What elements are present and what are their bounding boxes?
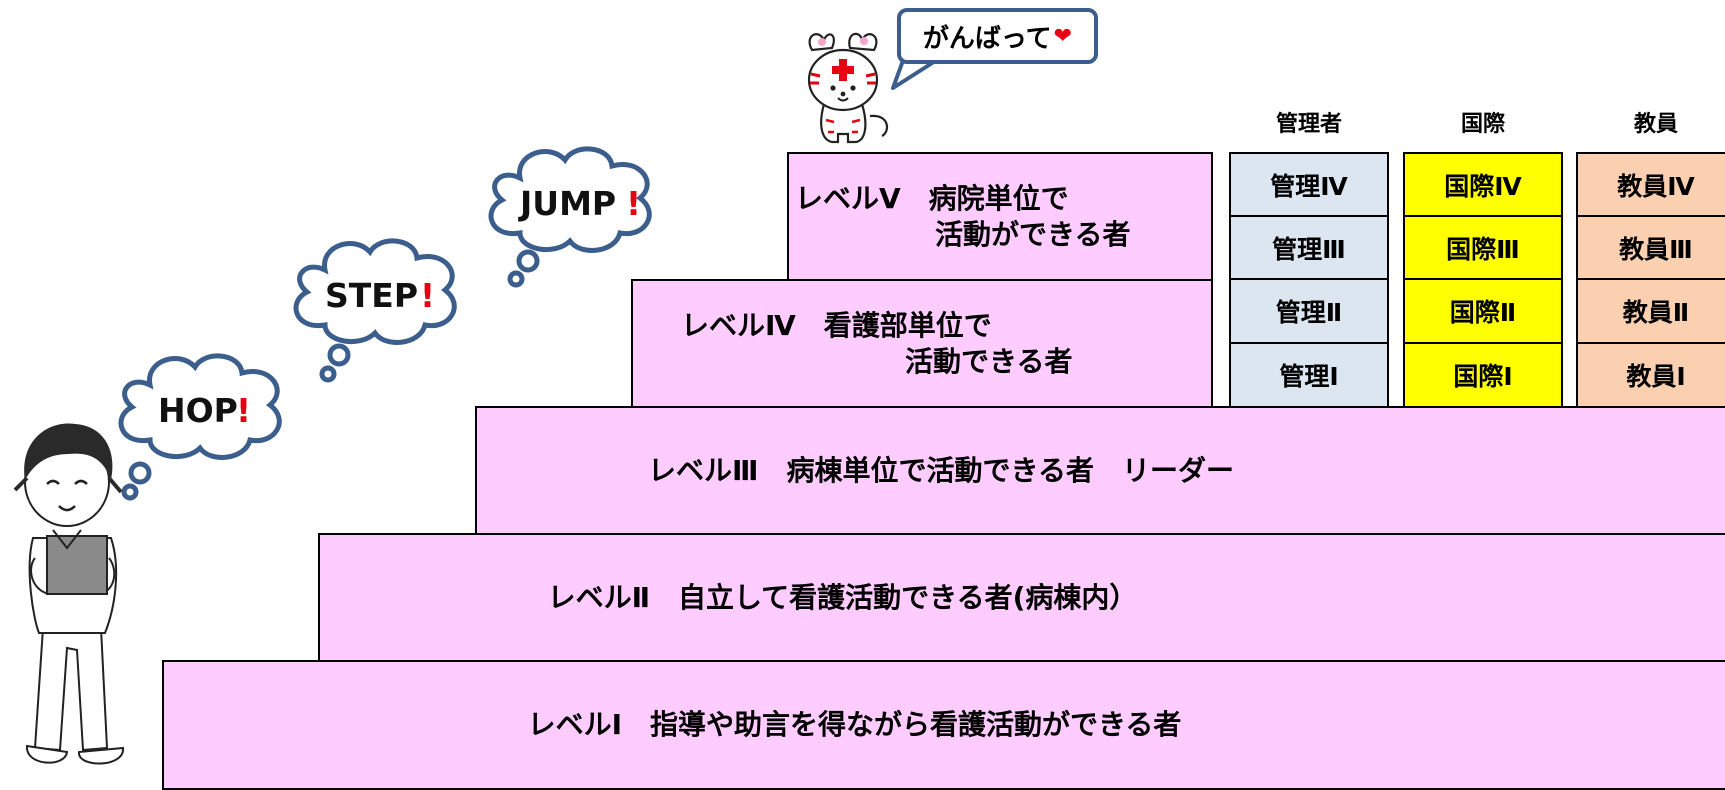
jump-text: JUMP [518, 184, 616, 223]
teacher-cell-2: 教員Ⅱ [1576, 278, 1725, 344]
international-cell-2: 国際Ⅱ [1403, 278, 1563, 344]
speech-text: がんばって [922, 23, 1052, 54]
hop-text: HOP [158, 391, 238, 430]
international-cell-3: 国際Ⅲ [1403, 215, 1563, 280]
teacher-cell-1: 教員Ⅰ [1576, 342, 1725, 408]
management-header: 管理者 [1275, 112, 1342, 137]
level-1-step: レベルⅠ 指導や助言を得ながら看護活動ができる者 [162, 660, 1725, 790]
jump-exclamation: ! [626, 184, 641, 223]
hop-exclamation: ! [236, 391, 251, 430]
teacher-cell-3: 教員Ⅲ [1576, 215, 1725, 280]
level-3-step: レベルⅢ 病棟単位で活動できる者 リーダー [475, 406, 1725, 535]
level-2-label: レベルⅡ 自立して看護活動できる者(病棟内） [547, 580, 1138, 614]
teacher-header: 教員 [1633, 112, 1678, 137]
international-cell-4: 国際Ⅳ [1403, 152, 1563, 217]
level-2-step: レベルⅡ 自立して看護活動できる者(病棟内） [318, 533, 1725, 662]
level-4-label: レベルⅣ 看護部単位で 活動できる者 [681, 308, 1073, 378]
level-1-label: レベルⅠ 指導や助言を得ながら看護活動ができる者 [527, 708, 1182, 741]
level-4-step: レベルⅣ 看護部単位で 活動できる者 [631, 279, 1213, 408]
management-cell-2: 管理Ⅱ [1229, 278, 1389, 344]
hop-cloud: HOP ! [118, 353, 282, 501]
international-cell-1: 国際Ⅰ [1403, 342, 1563, 408]
level-5-label: レベルⅤ 病院単位で 活動ができる者 [795, 181, 1131, 251]
step-text: STEP [325, 276, 418, 315]
management-cell-4: 管理Ⅳ [1229, 152, 1389, 217]
speech-bubble: がんばって❤ [897, 8, 1098, 64]
management-cell-3: 管理Ⅲ [1229, 215, 1389, 280]
heart-icon: ❤ [1053, 23, 1073, 49]
level-3-label: レベルⅢ 病棟単位で活動できる者 リーダー [648, 453, 1234, 487]
teacher-cell-4: 教員Ⅳ [1576, 152, 1725, 217]
international-header: 国際 [1460, 112, 1505, 137]
management-cell-1: 管理Ⅰ [1229, 342, 1389, 408]
step-cloud: STEP ! [293, 238, 457, 383]
level-5-step: レベルⅤ 病院単位で 活動ができる者 [787, 152, 1213, 281]
nurse-illustration [13, 423, 125, 765]
tiger-mascot-illustration [807, 32, 889, 144]
jump-cloud: JUMP ! [488, 146, 652, 288]
step-exclamation: ! [420, 276, 435, 315]
